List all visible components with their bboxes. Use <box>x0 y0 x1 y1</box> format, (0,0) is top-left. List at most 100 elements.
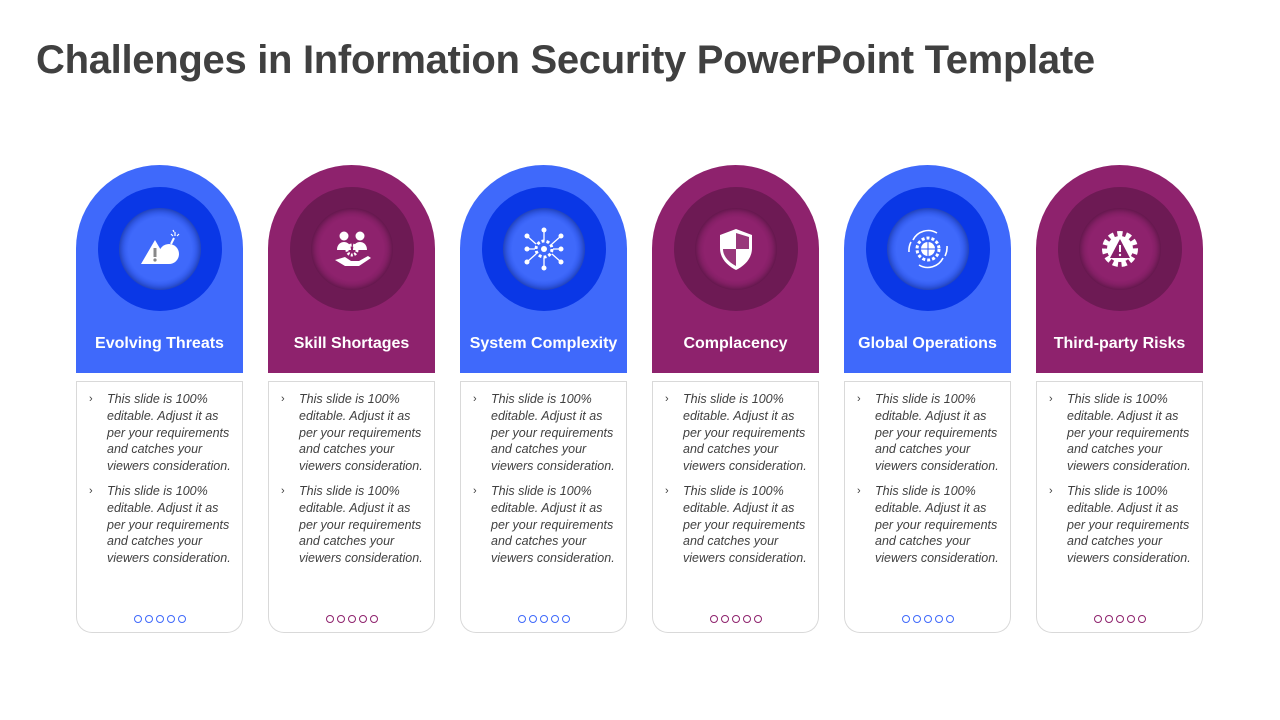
bullet-item: › This slide is 100% editable. Adjust it … <box>89 483 234 567</box>
pagination-dot <box>517 615 526 623</box>
bullet-text: This slide is 100% editable. Adjust it a… <box>875 483 999 566</box>
icon-ring <box>482 187 606 311</box>
chevron-right-icon: › <box>281 393 285 405</box>
globe-gear-cycle-icon <box>887 208 969 290</box>
card-body: › This slide is 100% editable. Adjust it … <box>652 381 819 633</box>
card-global-operations: Global Operations › This slide is 100% ed… <box>844 165 1011 633</box>
card-title: Global Operations <box>858 335 997 352</box>
bullet-text: This slide is 100% editable. Adjust it a… <box>683 392 807 474</box>
bullet-item: › This slide is 100% editable. Adjust it … <box>89 391 234 475</box>
bullet-text: This slide is 100% editable. Adjust it a… <box>875 392 999 474</box>
card-body: › This slide is 100% editable. Adjust it … <box>844 381 1011 633</box>
card-evolving-threats: Evolving Threats › This slide is 100% edi… <box>76 165 243 633</box>
card-title: System Complexity <box>469 335 618 352</box>
bullet-text: This slide is 100% editable. Adjust it a… <box>107 483 231 566</box>
card-body: › This slide is 100% editable. Adjust it … <box>268 381 435 633</box>
pagination-dot <box>1093 615 1102 623</box>
card-body: › This slide is 100% editable. Adjust it … <box>460 381 627 633</box>
bullet-item: › This slide is 100% editable. Adjust it … <box>281 391 426 475</box>
pagination-dot <box>912 615 921 623</box>
chevron-right-icon: › <box>857 393 861 405</box>
icon-ring <box>290 187 414 311</box>
card-title: Complacency <box>683 335 788 352</box>
pagination-dot <box>742 615 751 623</box>
bullet-text: This slide is 100% editable. Adjust it a… <box>491 483 615 566</box>
chevron-right-icon: › <box>473 484 477 497</box>
bullet-text: This slide is 100% editable. Adjust it a… <box>1067 392 1191 474</box>
icon-ring <box>866 187 990 311</box>
card-header: Global Operations <box>844 165 1011 373</box>
pagination-dot <box>934 615 943 623</box>
icon-ring <box>98 187 222 311</box>
chevron-right-icon: › <box>1049 393 1053 405</box>
pagination-dot <box>325 615 334 623</box>
card-title: Skill Shortages <box>293 335 410 352</box>
pagination-dots <box>653 615 818 623</box>
icon-ring <box>674 187 798 311</box>
card-header: Evolving Threats <box>76 165 243 373</box>
bullet-text: This slide is 100% editable. Adjust it a… <box>1067 483 1191 566</box>
pagination-dot <box>347 615 356 623</box>
pagination-dot <box>901 615 910 623</box>
pagination-dot <box>550 615 559 623</box>
pagination-dots <box>77 615 242 623</box>
card-body: › This slide is 100% editable. Adjust it … <box>76 381 243 633</box>
card-header: System Complexity <box>460 165 627 373</box>
pagination-dots <box>1037 615 1202 623</box>
pagination-dots <box>269 615 434 623</box>
chevron-right-icon: › <box>89 393 93 405</box>
bullet-text: This slide is 100% editable. Adjust it a… <box>683 483 807 566</box>
icon-ring <box>1058 187 1182 311</box>
card-header: Third-party Risks <box>1036 165 1203 373</box>
bullet-item: › This slide is 100% editable. Adjust it … <box>857 483 1002 567</box>
pagination-dot <box>561 615 570 623</box>
pagination-dot <box>1115 615 1124 623</box>
pagination-dot <box>358 615 367 623</box>
warning-bomb-icon <box>119 208 201 290</box>
pagination-dot <box>753 615 762 623</box>
card-complacency: Complacency › This slide is 100% editable… <box>652 165 819 633</box>
pagination-dot <box>923 615 932 623</box>
people-gear-hand-icon <box>311 208 393 290</box>
bullet-text: This slide is 100% editable. Adjust it a… <box>107 392 231 474</box>
card-skill-shortages: Skill Shortages › This slide is 100% edit… <box>268 165 435 633</box>
pagination-dot <box>731 615 740 623</box>
bullet-text: This slide is 100% editable. Adjust it a… <box>299 483 423 566</box>
card-body: › This slide is 100% editable. Adjust it … <box>1036 381 1203 633</box>
chevron-right-icon: › <box>281 484 285 497</box>
pagination-dot <box>720 615 729 623</box>
pagination-dot <box>945 615 954 623</box>
pagination-dot <box>166 615 175 623</box>
shield-icon <box>695 208 777 290</box>
chevron-right-icon: › <box>857 484 861 497</box>
pagination-dot <box>177 615 186 623</box>
pagination-dot <box>155 615 164 623</box>
pagination-dot <box>709 615 718 623</box>
bullet-text: This slide is 100% editable. Adjust it a… <box>299 392 423 474</box>
gear-warning-icon <box>1079 208 1161 290</box>
chevron-right-icon: › <box>89 484 93 497</box>
bullet-item: › This slide is 100% editable. Adjust it … <box>1049 391 1194 475</box>
chevron-right-icon: › <box>665 393 669 405</box>
pagination-dot <box>1126 615 1135 623</box>
bullet-item: › This slide is 100% editable. Adjust it … <box>281 483 426 567</box>
pagination-dot <box>144 615 153 623</box>
pagination-dot <box>528 615 537 623</box>
page-title: Challenges in Information Security Power… <box>36 38 1095 82</box>
pagination-dot <box>1104 615 1113 623</box>
pagination-dot <box>369 615 378 623</box>
pagination-dots <box>845 615 1010 623</box>
bullet-item: ›This slide is 100% editable. Adjust it … <box>1049 483 1194 567</box>
chevron-right-icon: › <box>665 484 669 497</box>
bullet-item: › This slide is 100% editable. Adjust it … <box>665 391 810 475</box>
card-title: Third-party Risks <box>1053 335 1186 352</box>
card-title: Evolving Threats <box>95 335 224 352</box>
pagination-dot <box>133 615 142 623</box>
pagination-dot <box>1137 615 1146 623</box>
bullet-item: ›This slide is 100% editable. Adjust it … <box>473 391 618 475</box>
card-header: Skill Shortages <box>268 165 435 373</box>
card-system-complexity: System Complexity › This slide is 100% ed… <box>460 165 627 633</box>
bullet-item: › This slide is 100% editable. Adjust it … <box>857 391 1002 475</box>
card-header: Complacency <box>652 165 819 373</box>
pagination-dot <box>539 615 548 623</box>
